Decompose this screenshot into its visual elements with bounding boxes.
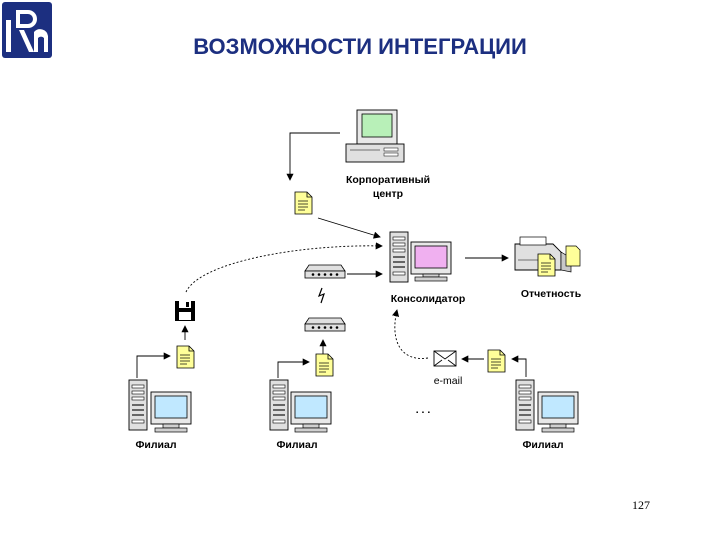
branch3-computer-icon (515, 379, 579, 433)
branch2-computer-icon (269, 379, 332, 433)
floppy-to-consolidator-dashed-arrow (185, 242, 383, 293)
more-branches-ellipsis: . . . (416, 404, 431, 416)
lightning-icon (317, 287, 325, 304)
branch1-document-icon (176, 345, 195, 369)
branch3-label: Филиал (522, 439, 563, 451)
modem-icon-top (304, 264, 346, 279)
page-number: 127 (632, 498, 650, 512)
branch3-to-doc-arrow (511, 355, 527, 377)
page-title: ВОЗМОЖНОСТИ ИНТЕГРАЦИИ (193, 34, 527, 59)
consolidator-server-icon (389, 231, 409, 283)
corporate-center-computer-icon (345, 109, 405, 163)
corporate-center-label-line1: Корпоративный (346, 174, 430, 186)
modem-icon-bottom (304, 317, 346, 332)
branch2-label: Филиал (276, 439, 317, 451)
doc-to-consolidator-arrow (317, 217, 381, 239)
hse-logo (0, 0, 56, 62)
reporting-label: Отчетность (521, 288, 582, 300)
consolidator-monitor-icon (410, 241, 452, 282)
email-document-icon (487, 349, 506, 373)
corporate-to-doc-arrow (286, 132, 340, 181)
branch2-to-doc-arrow (277, 358, 310, 378)
document-icon (294, 191, 313, 215)
report-document-stack (565, 245, 581, 267)
consolidator-label: Консолидатор (391, 293, 466, 305)
corporate-center-label-line2: центр (373, 188, 403, 200)
branch1-label: Филиал (135, 439, 176, 451)
branch2-document-icon (315, 353, 334, 377)
floppy-icon (175, 301, 195, 321)
email-label: e-mail (434, 375, 463, 387)
branch1-computer-icon (128, 379, 192, 433)
branch1-to-doc-arrow (136, 352, 171, 378)
envelope-icon (433, 350, 457, 367)
email-to-consolidator-dashed-arrow (392, 309, 429, 359)
report-document-icon (537, 253, 556, 277)
